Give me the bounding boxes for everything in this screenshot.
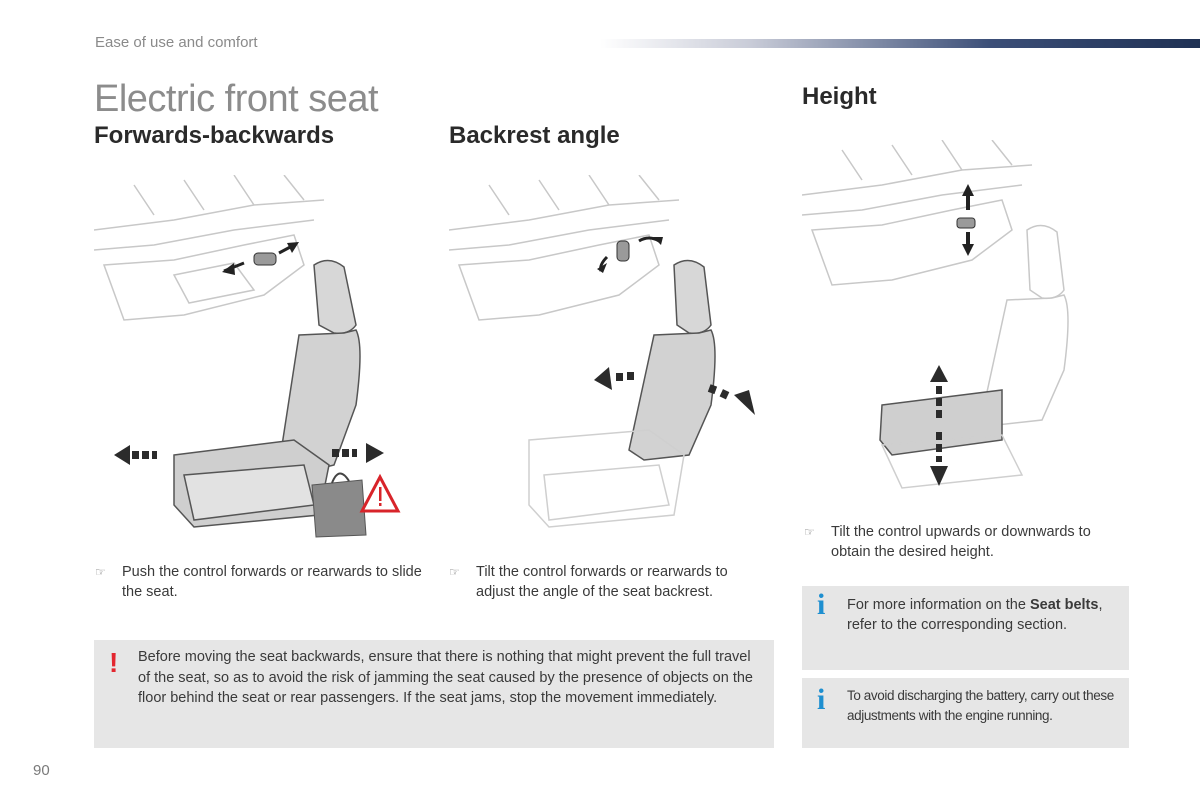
- info-text-battery: To avoid discharging the battery, carry …: [847, 686, 1122, 726]
- height-title: Height: [802, 83, 877, 111]
- pointing-hand-icon: ☞: [449, 562, 460, 582]
- seat-belts-reference: Seat belts: [1030, 597, 1099, 613]
- backrest-angle-instruction: ☞ Tilt the control forwards or rearwards…: [449, 562, 769, 604]
- section-header: Ease of use and comfort: [95, 34, 258, 51]
- height-instruction: ☞ Tilt the control upwards or downwards …: [804, 522, 1124, 564]
- forwards-backwards-title: Forwards-backwards: [94, 122, 334, 150]
- seat-backrest-angle-illustration: [449, 175, 769, 545]
- backrest-angle-title: Backrest angle: [449, 122, 620, 150]
- page-title: Electric front seat: [94, 78, 378, 121]
- seat-height-illustration: [802, 140, 1122, 500]
- warning-icon: !: [109, 647, 121, 679]
- seat-forward-backward-illustration: [94, 175, 434, 545]
- warning-text: Before moving the seat backwards, ensure…: [138, 647, 763, 709]
- info-icon: i: [817, 588, 827, 622]
- page-number: 90: [33, 762, 50, 779]
- forwards-backwards-instruction: ☞ Push the control forwards or rearwards…: [95, 562, 425, 604]
- info-text-seat-belts: For more information on the Seat belts, …: [847, 595, 1122, 635]
- info-icon: i: [817, 683, 827, 717]
- header-gradient-bar: [600, 39, 1200, 48]
- pointing-hand-icon: ☞: [804, 522, 815, 542]
- pointing-hand-icon: ☞: [95, 562, 106, 582]
